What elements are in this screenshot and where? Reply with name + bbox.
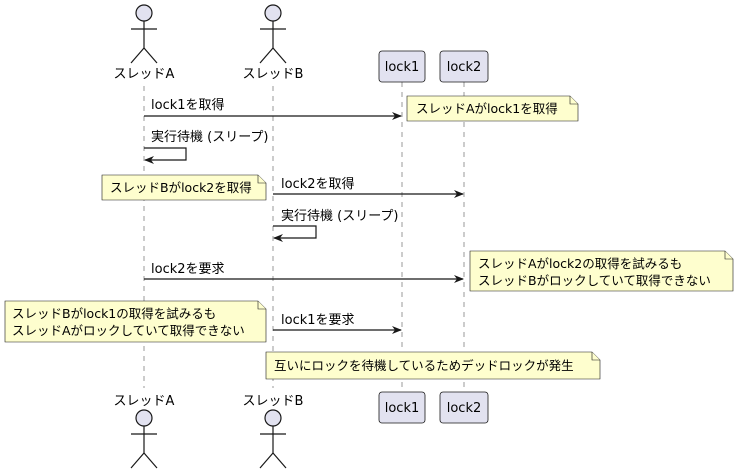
note-thread-b-acquired-lock2: スレッドBがlock2を取得 bbox=[101, 174, 267, 201]
participant-lock2-bottom-label: lock2 bbox=[447, 401, 482, 416]
note-thread-a-acquired-lock1-text: スレッドAがlock1を取得 bbox=[416, 101, 558, 116]
message-thread-a-sleep: 実行待機 (スリープ) bbox=[144, 129, 269, 164]
note-thread-b-blocked-line2: スレッドAがロックしていて取得できない bbox=[12, 323, 245, 338]
participant-lock1-top: lock1 bbox=[378, 50, 426, 83]
actor-thread-b-top-label: スレッドB bbox=[243, 67, 304, 82]
actor-thread-b-top: スレッドB bbox=[243, 4, 304, 82]
note-deadlock: 互いにロックを待機しているためデッドロックが発生 bbox=[265, 351, 601, 380]
message-request-lock1-label: lock1を要求 bbox=[281, 313, 355, 328]
actor-thread-b-bottom-label: スレッドB bbox=[243, 394, 304, 409]
message-thread-b-sleep-label: 実行待機 (スリープ) bbox=[281, 208, 399, 224]
message-thread-a-sleep-label: 実行待機 (スリープ) bbox=[151, 129, 269, 145]
note-thread-b-blocked: スレッドBがlock1の取得を試みるも スレッドAがロックしていて取得できない bbox=[4, 300, 267, 343]
actor-thread-a-top-label: スレッドA bbox=[114, 67, 175, 82]
actor-thread-b-bottom-head-icon bbox=[264, 409, 282, 427]
note-thread-a-blocked-line1: スレッドAがlock2の取得を試みるも bbox=[478, 256, 682, 271]
note-thread-a-blocked-line2: スレッドBがロックしていて取得できない bbox=[478, 273, 711, 288]
participant-lock1-bottom-label: lock1 bbox=[385, 401, 420, 416]
message-request-lock2-label: lock2を要求 bbox=[151, 262, 225, 277]
actor-thread-b-bottom: スレッドB bbox=[243, 394, 304, 469]
participant-lock1-top-label: lock1 bbox=[385, 60, 420, 75]
message-acquire-lock2: lock2を取得 bbox=[273, 176, 464, 198]
message-acquire-lock1-label: lock1を取得 bbox=[151, 97, 225, 113]
actor-thread-a-top-head-icon bbox=[135, 4, 153, 22]
actor-thread-a-bottom-label: スレッドA bbox=[114, 394, 175, 409]
note-thread-a-acquired-lock1: スレッドAがlock1を取得 bbox=[406, 95, 579, 122]
participant-lock2-bottom: lock2 bbox=[439, 391, 489, 424]
message-request-lock1: lock1を要求 bbox=[273, 313, 402, 334]
message-request-lock2: lock2を要求 bbox=[144, 262, 464, 283]
participant-lock1-bottom: lock1 bbox=[378, 391, 426, 424]
note-thread-a-blocked: スレッドAがlock2の取得を試みるも スレッドBがロックしていて取得できない bbox=[469, 250, 734, 292]
message-acquire-lock1: lock1を取得 bbox=[144, 97, 402, 120]
participant-lock2-top-label: lock2 bbox=[447, 60, 482, 75]
message-thread-b-sleep: 実行待機 (スリープ) bbox=[273, 208, 399, 242]
message-acquire-lock2-label: lock2を取得 bbox=[281, 176, 355, 192]
note-deadlock-text: 互いにロックを待機しているためデッドロックが発生 bbox=[274, 358, 574, 373]
note-thread-b-acquired-lock2-text: スレッドBがlock2を取得 bbox=[110, 180, 252, 195]
participant-lock2-top: lock2 bbox=[439, 50, 489, 83]
actor-thread-b-top-head-icon bbox=[264, 4, 282, 22]
note-thread-b-blocked-line1: スレッドBがlock1の取得を試みるも bbox=[12, 306, 216, 321]
actor-thread-a-bottom: スレッドA bbox=[114, 394, 175, 469]
actor-thread-a-top: スレッドA bbox=[114, 4, 175, 82]
actor-thread-a-bottom-head-icon bbox=[135, 409, 153, 427]
